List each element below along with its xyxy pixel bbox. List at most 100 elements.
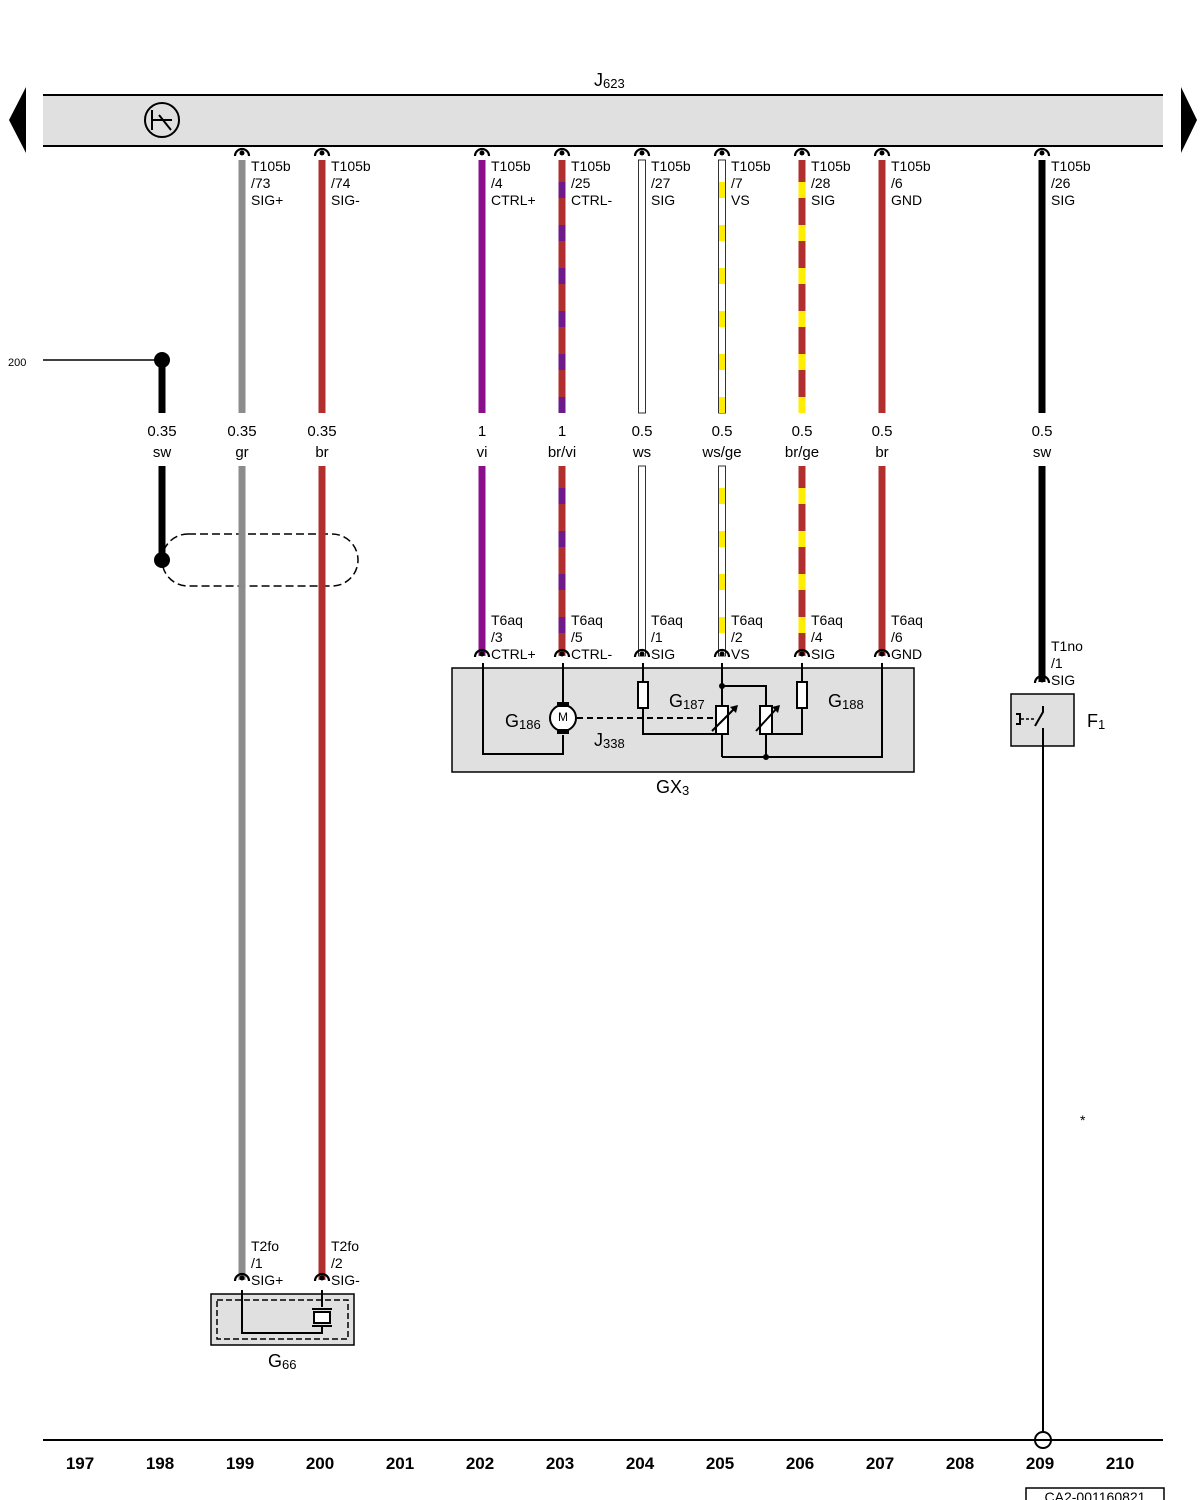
- column-number-205: 205: [706, 1454, 734, 1473]
- wire-205-lower-stripe: [719, 574, 725, 590]
- wire-205-top-pin-dot: [719, 150, 725, 156]
- wire-200-upper: [318, 160, 326, 413]
- wire-206-upper: [798, 160, 806, 413]
- wire-202-bottom-pin-dot: [479, 651, 485, 657]
- wire-206-lower-stripe: [798, 488, 806, 504]
- wire-204-lower: [638, 465, 646, 657]
- potentiometer-g188-arrowhead: [772, 705, 780, 713]
- wire-203-top-signal: CTRL-: [571, 192, 613, 208]
- shield-wire-gauge: 0.35: [147, 423, 176, 440]
- wire-200-bottom-pin: /2: [331, 1255, 343, 1271]
- piezo-sensor-icon: [312, 1308, 332, 1327]
- wire-199-gauge: 0.35: [227, 423, 256, 440]
- wire-202-bottom-signal: CTRL+: [491, 646, 536, 662]
- wire-206-upper-stripe: [798, 268, 806, 284]
- module-j623-label: J623: [594, 70, 625, 91]
- f1-name: F: [1087, 711, 1098, 731]
- ground-symbol-icon: [144, 102, 180, 138]
- wire-206-bottom-connector: T6aq: [811, 612, 843, 628]
- wire-209-bottom-pin-dot: [1039, 677, 1045, 683]
- potentiometer-g187-arrowhead: [730, 705, 738, 713]
- wire-204-top-pin: /27: [651, 175, 671, 191]
- column-number-199: 199: [226, 1454, 254, 1473]
- wire-206-bottom-pin: /4: [811, 629, 823, 645]
- wire-209-gauge: 0.5: [1032, 423, 1053, 440]
- wire-205-bottom-signal: VS: [731, 646, 750, 662]
- doc-id: CA2-001160821: [1045, 1489, 1146, 1500]
- wire-202-top-signal: CTRL+: [491, 192, 536, 208]
- wire-200-top-connector: T105b: [331, 158, 371, 174]
- wire-200-color: br: [315, 444, 328, 461]
- wire-204-bottom-connector-icon: [633, 648, 651, 658]
- triangle-left-icon[interactable]: [9, 87, 26, 153]
- wire-205-color: ws/ge: [701, 444, 741, 461]
- shield-loop: [161, 533, 359, 587]
- wire-202-top-connector-icon: [473, 147, 491, 157]
- gx3-internal-wire-205c: [722, 685, 767, 706]
- component-gx3: GX3 M G186 J338 G187: [451, 663, 915, 798]
- wire-207-bottom-signal: GND: [891, 646, 922, 662]
- component-f1: F1: [1010, 693, 1105, 1449]
- potentiometer-g188-arrow: [755, 706, 779, 732]
- wire-199-lower: [238, 466, 246, 1280]
- wire-203-upper-stripe: [558, 225, 566, 241]
- f1-label: F1: [1087, 711, 1105, 732]
- wire-209-upper: [1038, 160, 1046, 413]
- wire-202-top-pin: /4: [491, 175, 503, 191]
- wire-199-top-connector: T105b: [251, 158, 291, 174]
- wire-204-top-signal: SIG: [651, 192, 675, 208]
- wire-200-top-connector-icon: [313, 147, 331, 157]
- wire-207-lower: [878, 466, 886, 656]
- column-number-204: 204: [626, 1454, 655, 1473]
- wire-206-lower: [798, 466, 806, 656]
- wire-209-top-connector: T105b: [1051, 158, 1091, 174]
- wire-204-gauge: 0.5: [632, 423, 653, 440]
- wire-207-upper: [878, 160, 886, 413]
- motor-icon: M: [549, 702, 577, 734]
- wire-205-bottom-connector-icon: [713, 648, 731, 658]
- wire-203-lower-stripe: [558, 531, 566, 547]
- wire-200-bottom-connector-icon: [313, 1272, 331, 1282]
- g186-label: G186: [505, 711, 541, 732]
- wire-203-gauge: 1: [558, 423, 566, 440]
- wire-200-bottom-pin-dot: [319, 1275, 325, 1281]
- wire-206-top-pin: /28: [811, 175, 831, 191]
- wire-206-bottom-connector-icon: [793, 648, 811, 658]
- cross-ref: 200: [8, 357, 162, 369]
- wire-207-bottom-connector: T6aq: [891, 612, 923, 628]
- wire-203-upper: [558, 160, 566, 413]
- wire-206-lower-stripe: [798, 574, 806, 590]
- wire-203-lower-stripe: [558, 574, 566, 590]
- triangle-right-icon[interactable]: [1181, 87, 1197, 153]
- wire-204-top-pin-dot: [639, 150, 645, 156]
- g187-name: G: [669, 691, 683, 711]
- wire-199-top-signal: SIG+: [251, 192, 283, 208]
- wire-206-upper-stripe: [798, 354, 806, 370]
- wire-203-lower: [558, 466, 566, 656]
- wire-204-upper: [638, 159, 646, 414]
- wire-203-top-pin-dot: [559, 150, 565, 156]
- wire-206-upper-stripe: [798, 397, 806, 413]
- wire-203-bottom-pin: /5: [571, 629, 583, 645]
- wire-202-top-connector: T105b: [491, 158, 531, 174]
- wire-199-top-pin: /73: [251, 175, 271, 191]
- gx3-name: GX: [656, 777, 682, 797]
- wire-203-bottom-connector-icon: [553, 648, 571, 658]
- doc-id-frame: [1025, 1487, 1165, 1500]
- wire-205-top-pin: /7: [731, 175, 743, 191]
- column-number-201: 201: [386, 1454, 414, 1473]
- g66-internal-wire: [241, 1290, 323, 1334]
- wire-202-lower: [478, 466, 486, 656]
- doc-id-box: CA2-001160821: [1025, 1487, 1165, 1500]
- wire-204-color: ws: [632, 444, 651, 461]
- wire-203-upper-stripe: [558, 354, 566, 370]
- wire-206-top-connector-icon: [793, 147, 811, 157]
- gx3-internal-wire-204b: [642, 708, 716, 735]
